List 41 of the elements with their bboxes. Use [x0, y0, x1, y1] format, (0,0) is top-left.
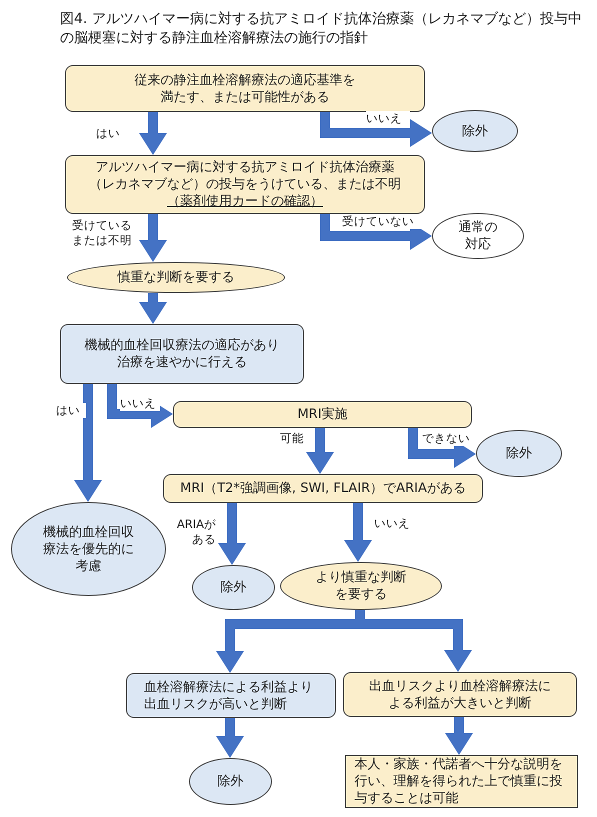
edge-label: ARIAがある	[174, 517, 216, 547]
edge-label: いいえ	[120, 396, 160, 411]
arrow	[139, 293, 167, 324]
arrow	[320, 214, 432, 250]
node-text: MRI（T2*強調画像, SWI, FLAIR）でARIAがある	[179, 480, 467, 497]
edge-label: はい	[56, 403, 86, 418]
arrow	[107, 384, 173, 428]
node-text: 機械的血栓回収療法の適応があり治療を速やかに行える	[84, 337, 280, 371]
arrow	[306, 428, 334, 474]
node-text: 従来の静注血栓溶解療法の適応基準を満たす、または可能性がある	[134, 72, 356, 106]
node-text: 機械的血栓回収療法を優先的に考慮	[42, 524, 135, 574]
node-text: 通常の対応	[458, 219, 498, 253]
node-text: 本人・家族・代諾者へ十分な説明を行い、理解を得られた上で慎重に投与することは可能	[354, 756, 564, 807]
process-box	[65, 65, 425, 112]
arrow	[218, 503, 246, 565]
arrow	[216, 718, 244, 758]
arrow	[139, 112, 167, 155]
node-text: 除外	[216, 773, 244, 790]
process-box	[60, 324, 304, 384]
node-text: 出血リスクより血栓溶解療法による利益が大きいと判断	[368, 678, 552, 712]
process-box	[65, 155, 425, 214]
process-box	[343, 672, 577, 717]
node-text: 除外	[461, 122, 489, 140]
node-text: より慎重な判断を要する	[314, 569, 408, 603]
arrow	[74, 384, 102, 502]
node-text: 慎重な判断を要する	[116, 269, 236, 286]
node-text: 除外	[505, 445, 533, 462]
note-text: （薬剤使用カードの確認）	[167, 193, 323, 210]
arrow	[139, 214, 167, 262]
node-text: アルツハイマー病に対する抗アミロイド抗体治療薬（レカネマブなど）の投与をうけている、または不明	[88, 159, 402, 193]
node-text: 除外	[220, 579, 248, 596]
arrow	[445, 717, 473, 755]
arrow	[344, 503, 372, 562]
process-box	[173, 401, 472, 428]
process-box	[126, 673, 336, 718]
edge-label: いいえ	[366, 111, 410, 126]
arrow	[320, 112, 432, 147]
node-text: MRI実施	[296, 406, 349, 423]
process-box	[163, 474, 483, 503]
node-text: 血栓溶解療法による利益より出血リスクが高いと判断	[144, 678, 314, 712]
title: 図4. アルツハイマー病に対する抗アミロイド抗体治療薬（レカネマブなど）投与中の脳梗塞に対する静注血栓溶解療法の施行の指針	[60, 10, 583, 48]
